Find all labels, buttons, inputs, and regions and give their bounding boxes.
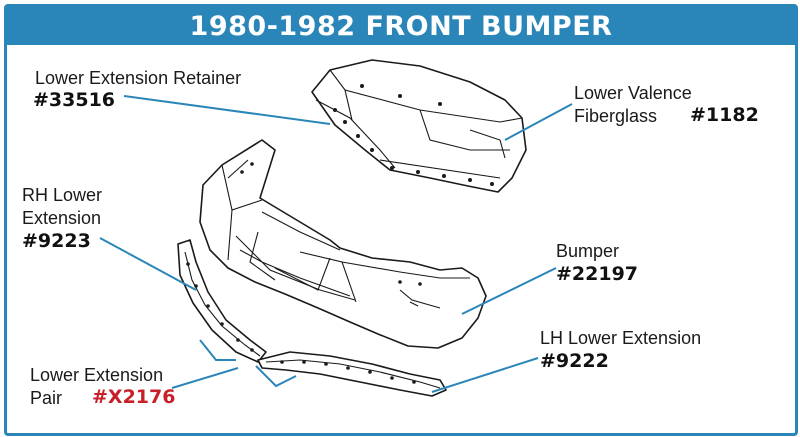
bumper-drawing xyxy=(199,139,487,349)
title-bar: 1980-1982 FRONT BUMPER xyxy=(7,7,795,45)
leader-lower-extension-pair-2 xyxy=(255,365,297,388)
label-lower-extension-retainer: Lower Extension Retainer xyxy=(35,68,242,88)
label-lower-valence-line2: Fiberglass xyxy=(574,106,658,126)
rh-lower-extension-drawing xyxy=(177,239,267,363)
leader-lower-extension-pair-3 xyxy=(171,367,239,389)
label-lower-extension-pair-line1: Lower Extension xyxy=(30,365,164,385)
leader-lower-valence xyxy=(504,103,573,141)
leader-lower-extension-retainer xyxy=(123,95,331,125)
diagram-title: 1980-1982 FRONT BUMPER xyxy=(189,10,613,42)
partno-lh-lower-extension: #9222 xyxy=(540,350,609,372)
label-rh-lower-extension-line1: RH Lower xyxy=(22,185,103,205)
partno-lower-valence: #1182 xyxy=(690,104,759,126)
leader-lower-extension-pair xyxy=(199,339,236,361)
leader-rh-lower-extension xyxy=(99,237,197,291)
lh-lower-extension-drawing xyxy=(257,351,447,397)
partno-rh-lower-extension: #9223 xyxy=(22,230,91,252)
leader-lh-lower-extension xyxy=(431,357,539,393)
lower-valence-drawing xyxy=(311,59,527,193)
partno-lower-extension-retainer: #33516 xyxy=(33,89,116,111)
label-rh-lower-extension-line2: Extension xyxy=(22,208,102,228)
partno-lower-extension-pair: #X2176 xyxy=(92,386,176,408)
partno-bumper: #22197 xyxy=(556,263,639,285)
label-lh-lower-extension: LH Lower Extension xyxy=(540,328,702,348)
leader-bumper xyxy=(461,267,557,315)
label-bumper: Bumper xyxy=(556,241,620,261)
label-lower-valence-line1: Lower Valence xyxy=(574,83,692,103)
label-lower-extension-pair-line2: Pair xyxy=(30,388,63,408)
